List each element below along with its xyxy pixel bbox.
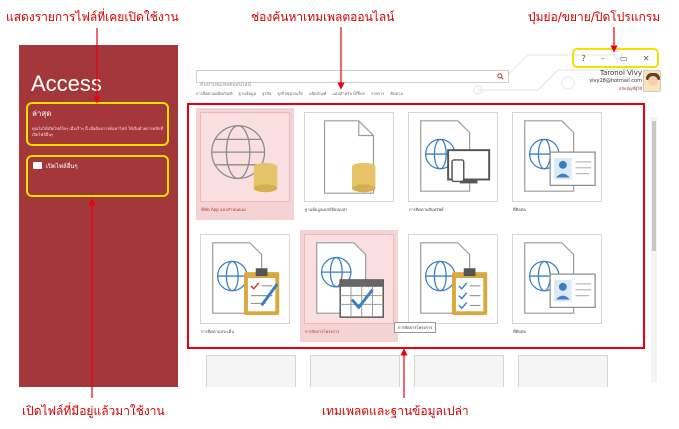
templates-highlight-box — [187, 103, 645, 349]
template-tile-partial[interactable] — [310, 355, 400, 387]
window-controls: ? – ▭ ✕ — [572, 48, 659, 68]
help-button[interactable]: ? — [581, 53, 586, 63]
template-tile-contacts-2[interactable]: ที่ติดต่อ — [508, 230, 606, 342]
restore-button[interactable]: ▭ — [620, 53, 628, 63]
open-other-files-button[interactable]: เปิดไฟล์อื่นๆ — [26, 155, 169, 197]
minimize-button[interactable]: – — [600, 53, 605, 63]
template-tile-issue-tracking[interactable]: การติดตามประเด็น — [196, 230, 294, 342]
close-button[interactable]: ✕ — [642, 53, 650, 63]
project-management-icon — [304, 234, 394, 324]
annotation-templates-blank-db: เทมเพลตและฐานข้อมูลเปล่า — [322, 404, 469, 418]
avatar[interactable] — [643, 70, 661, 92]
issue-tracking-icon — [200, 234, 290, 324]
suggested-search-link[interactable]: รายการ — [370, 91, 385, 96]
asset-tracking-icon — [408, 112, 498, 202]
template-tile-custom-web-app[interactable]: Web App แบบกำหนดเอง — [196, 108, 294, 220]
switch-account-link[interactable]: สลับบัญชีผู้ใช้ — [618, 86, 642, 91]
recent-empty-text: คุณไม่ได้เปิดไฟล์ใดๆ เมื่อเร็วๆ นี้ เมื่… — [32, 126, 163, 137]
app-title: Access — [31, 71, 102, 96]
suggested-search-link[interactable]: แอปสำหรับ Office — [332, 91, 365, 96]
task-management-icon — [408, 234, 498, 324]
start-screen-main: ? – ▭ ✕ Taronoi Vivy vivy28@hotmail.com … — [178, 45, 661, 387]
tile-caption: การจัดการโครงการ — [305, 329, 340, 334]
search-icon[interactable] — [497, 73, 504, 80]
user-name: Taronoi Vivy — [599, 69, 642, 77]
vertical-scrollbar[interactable] — [651, 117, 657, 382]
template-tile-partial[interactable] — [518, 355, 608, 387]
recent-title: ล่าสุด — [32, 109, 52, 118]
template-search-input[interactable] — [197, 79, 487, 91]
contacts-icon — [512, 112, 602, 202]
tile-caption: ฐานข้อมูลเดสก์ท็อปเปล่า — [305, 207, 348, 212]
template-tile-task-management[interactable]: การจัดการงาน — [404, 230, 502, 342]
suggested-search-link[interactable]: การติดตามผลิตภัณฑ์ — [196, 91, 233, 96]
template-tile-project-management[interactable]: การจัดการโครงการ — [300, 230, 398, 342]
annotation-open-existing: เปิดไฟล์ที่มีอยู่แล้วมาใช้งาน — [22, 404, 165, 418]
template-search-box — [196, 70, 509, 91]
suggested-search-link[interactable]: ผลิตภัณฑ์ — [309, 91, 327, 96]
suggested-search-link[interactable]: ธุรกิจ — [261, 91, 272, 96]
template-tile-partial[interactable] — [206, 355, 296, 387]
template-tile-partial[interactable] — [414, 355, 504, 387]
contacts-icon — [512, 234, 602, 324]
globe-database-icon — [200, 112, 290, 202]
annotation-recent-files: แสดงรายการไฟล์ที่เคยเปิดใช้งาน — [6, 10, 179, 24]
tile-caption: ที่ติดต่อ — [513, 329, 526, 334]
suggested-searches: การติดตามผลิตภัณฑ์ ฐานข้อมูล ธุรกิจ ธุรก… — [196, 90, 403, 97]
tile-caption: การติดตามประเด็น — [201, 329, 235, 334]
recent-files-panel: ล่าสุด คุณไม่ได้เปิดไฟล์ใดๆ เมื่อเร็วๆ น… — [26, 102, 169, 146]
template-tile-blank-desktop-db[interactable]: ฐานข้อมูลเดสก์ท็อปเปล่า — [300, 108, 398, 220]
blank-database-icon — [304, 112, 394, 202]
tile-caption: Web App แบบกำหนดเอง — [201, 207, 247, 212]
template-tile-asset-tracking[interactable]: การติดตามสินทรัพย์ — [404, 108, 502, 220]
scrollbar-thumb[interactable] — [652, 121, 656, 251]
suggested-search-link[interactable]: ธุรกิจขนาดเล็ก — [277, 91, 304, 96]
tile-caption: ที่ติดต่อ — [513, 207, 526, 212]
open-other-files-label: เปิดไฟล์อื่นๆ — [46, 163, 78, 170]
backstage-sidebar: Access ล่าสุด คุณไม่ได้เปิดไฟล์ใดๆ เมื่อ… — [19, 45, 178, 387]
suggested-search-link[interactable]: ฐานข้อมูล — [238, 91, 256, 96]
folder-open-icon — [33, 162, 42, 169]
user-email: vivy28@hotmail.com — [589, 78, 642, 84]
annotation-window-controls: ปุ่มย่อ/ขยาย/ปิดโปรแกรม — [528, 10, 661, 24]
template-tile-contacts[interactable]: ที่ติดต่อ — [508, 108, 606, 220]
annotation-template-search: ช่องค้นหาเทมเพลตออนไลน์ — [251, 10, 395, 24]
tile-caption: การติดตามสินทรัพย์ — [409, 207, 444, 212]
tile-tooltip: การจัดการโครงการ — [394, 322, 437, 333]
suggested-search-link[interactable]: ติดตาม — [390, 91, 404, 96]
